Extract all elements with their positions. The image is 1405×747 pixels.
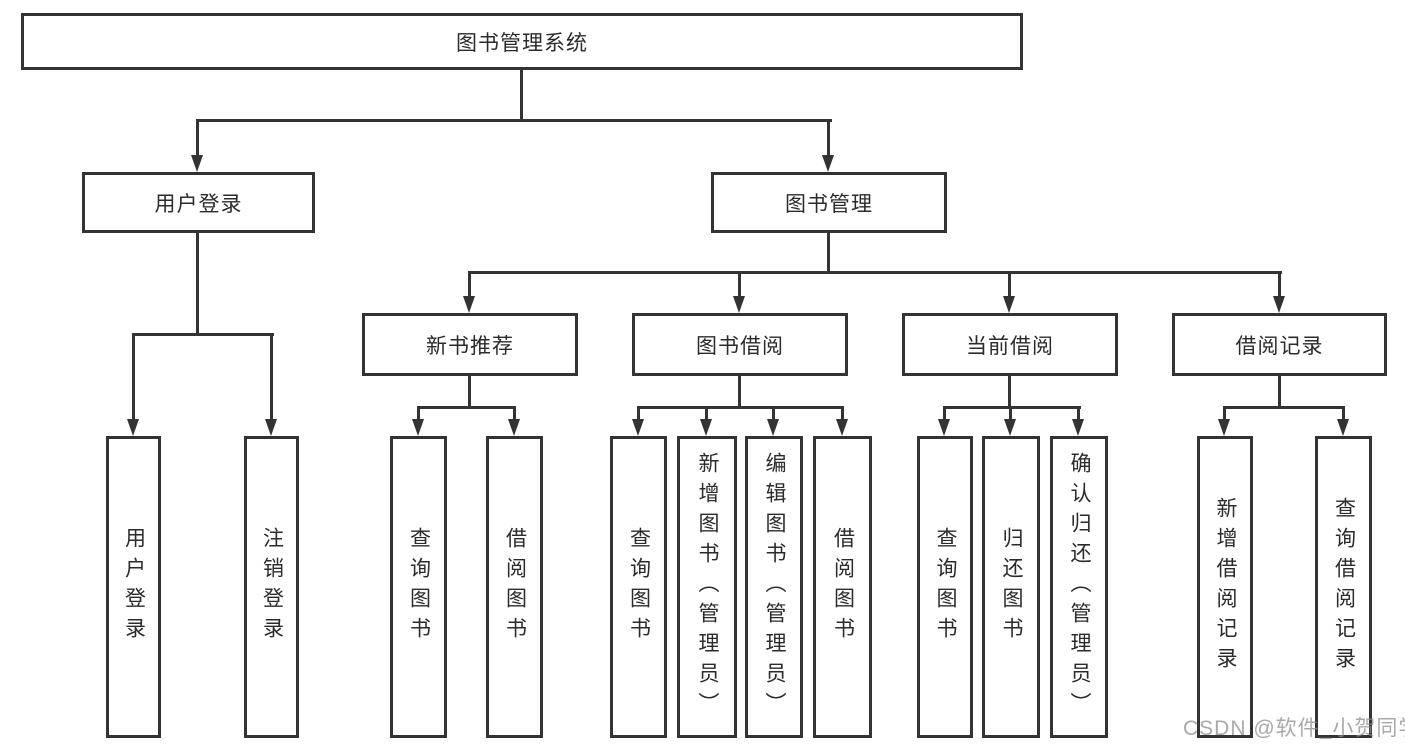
- connector-borrowing-records-vertical2: [1278, 376, 1281, 408]
- node-book-borrowing-label: 图书借阅: [696, 334, 784, 358]
- node-book-management-label: 图书管理: [785, 192, 873, 216]
- connector-stem: [841, 406, 844, 420]
- leaf-label: 归还图书: [1000, 527, 1023, 647]
- leaf-edit-book-admin: 编辑图书（管理员）: [745, 436, 803, 738]
- connector-stem-current-borrowing: [1008, 271, 1011, 297]
- arrow-down-book-borrowing: [733, 296, 745, 313]
- connector-stem: [637, 406, 640, 420]
- connector-stem-book-management: [827, 119, 830, 157]
- leaf-label: 确认归还（管理员）: [1068, 452, 1091, 722]
- arrow-down: [938, 419, 950, 436]
- leaf-label: 新增借阅记录: [1214, 497, 1237, 677]
- arrow-down-book-management: [822, 155, 834, 172]
- leaf-label: 查询图书: [934, 527, 957, 647]
- connector-stem-leaf-login: [132, 333, 135, 419]
- leaf-label: 查询图书: [627, 527, 651, 647]
- connector-root-vertical: [520, 69, 523, 121]
- leaf-label: 查询借阅记录: [1332, 497, 1356, 677]
- leaf-label: 借阅图书: [831, 527, 855, 647]
- node-borrowing-records-label: 借阅记录: [1235, 334, 1324, 358]
- watermark: CSDN @软件_小贺同学: [1183, 717, 1405, 740]
- connector-new-book-vertical: [468, 376, 471, 408]
- connector-stem-borrowing-records: [1278, 271, 1281, 297]
- connector-current-borrowing-horizontal2: [943, 406, 1081, 409]
- connector-stem: [513, 406, 516, 420]
- leaf-label: 借阅图书: [503, 527, 527, 647]
- connector-stem: [1223, 406, 1226, 420]
- connector-book-management-horizontal: [468, 271, 1282, 274]
- connector-stem: [943, 406, 946, 420]
- leaf-return-books: 归还图书: [982, 436, 1040, 738]
- node-user-login-label: 用户登录: [154, 192, 243, 216]
- arrow-down-current-borrowing: [1003, 296, 1015, 313]
- arrow-down: [1072, 419, 1084, 436]
- arrow-down: [700, 419, 712, 436]
- leaf-newbook-borrow-books: 借阅图书: [486, 436, 543, 738]
- leaf-label: 注销登录: [260, 527, 284, 647]
- leaf-label: 用户登录: [122, 527, 146, 647]
- arrow-down: [836, 419, 848, 436]
- node-new-book-recommend: 新书推荐: [362, 313, 578, 376]
- leaf-borrowing-borrow-books: 借阅图书: [813, 436, 872, 738]
- leaf-borrowing-query-books: 查询图书: [610, 436, 667, 738]
- leaf-logout: 注销登录: [244, 436, 299, 738]
- connector-stem: [705, 406, 708, 420]
- connector-stem-new-book: [468, 271, 471, 297]
- node-book-management: 图书管理: [711, 172, 947, 233]
- node-new-book-recommend-label: 新书推荐: [426, 334, 514, 358]
- arrow-down: [632, 419, 644, 436]
- node-root-label: 图书管理系统: [456, 31, 588, 55]
- leaf-current-query-books: 查询图书: [917, 436, 973, 738]
- connector-stem-user-login: [196, 119, 199, 157]
- leaf-label: 查询图书: [407, 527, 431, 647]
- leaf-newbook-query-books: 查询图书: [390, 436, 447, 738]
- leaf-user-login: 用户登录: [106, 436, 161, 738]
- node-current-borrowing: 当前借阅: [902, 313, 1118, 376]
- leaf-add-borrow-record: 新增借阅记录: [1197, 436, 1253, 738]
- connector-stem-leaf-logout: [270, 333, 273, 419]
- connector-borrowing-records-horizontal2: [1223, 406, 1345, 409]
- arrow-down-leaf-logout: [265, 419, 277, 436]
- connector-stem: [772, 406, 775, 420]
- node-borrowing-records: 借阅记录: [1172, 313, 1387, 376]
- connector-stem: [1342, 406, 1345, 420]
- connector-book-borrowing-horizontal2: [637, 406, 844, 409]
- leaf-add-book-admin: 新增图书（管理员）: [677, 436, 737, 738]
- connector-stem: [1077, 406, 1080, 420]
- connector-book-borrowing-vertical2: [738, 376, 741, 408]
- arrow-down: [412, 419, 424, 436]
- connector-book-management-vertical: [827, 233, 830, 273]
- arrow-down: [1218, 419, 1230, 436]
- arrow-down: [1004, 419, 1016, 436]
- arrow-down: [1337, 419, 1349, 436]
- leaf-query-borrow-record: 查询借阅记录: [1315, 436, 1372, 738]
- connector-new-book-horizontal: [417, 406, 516, 409]
- arrow-down: [767, 419, 779, 436]
- leaf-label: 新增图书（管理员）: [696, 452, 719, 722]
- arrow-down-leaf-login: [127, 419, 139, 436]
- connector-user-login-horizontal: [132, 333, 274, 336]
- node-book-borrowing: 图书借阅: [632, 313, 848, 376]
- node-current-borrowing-label: 当前借阅: [966, 334, 1054, 358]
- node-user-login: 用户登录: [82, 172, 315, 233]
- connector-stem-book-borrowing: [738, 271, 741, 297]
- connector-stem: [417, 406, 420, 420]
- leaf-label: 编辑图书（管理员）: [763, 452, 786, 722]
- arrow-down-user-login: [191, 155, 203, 172]
- connector-stem: [1009, 406, 1012, 420]
- arrow-down-new-book: [463, 296, 475, 313]
- arrow-down-borrowing-records: [1273, 296, 1285, 313]
- connector-current-borrowing-vertical2: [1008, 376, 1011, 408]
- arrow-down: [508, 419, 520, 436]
- leaf-confirm-return-admin: 确认归还（管理员）: [1050, 436, 1108, 738]
- connector-root-horizontal: [196, 119, 832, 122]
- node-root: 图书管理系统: [21, 13, 1023, 70]
- connector-user-login-vertical: [196, 233, 199, 336]
